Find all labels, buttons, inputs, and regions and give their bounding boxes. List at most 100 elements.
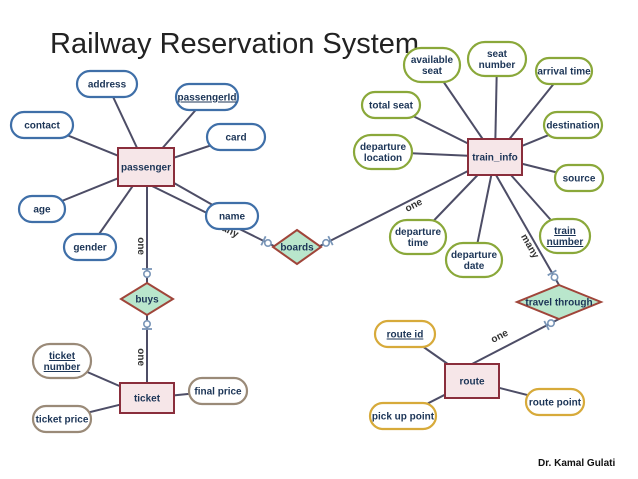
- attribute-oval: [553, 163, 605, 193]
- attribute-label: seat: [487, 49, 508, 60]
- attribute-oval: [466, 40, 528, 78]
- attribute-label: destination: [546, 121, 599, 132]
- entity-box: [444, 363, 500, 399]
- attribute-oval: [542, 110, 604, 140]
- attribute-label: total seat: [369, 101, 414, 112]
- attribute-oval: [174, 82, 240, 112]
- cardinality-marker: [143, 319, 152, 328]
- attribute-label: time: [408, 238, 429, 249]
- entity-route: route: [444, 363, 500, 399]
- attribute-label: departure: [360, 142, 407, 153]
- cardinality-marker: [263, 239, 272, 248]
- cardinality-label: one: [404, 197, 425, 215]
- attribute-oval: [360, 90, 422, 120]
- attribute-oval: [204, 201, 260, 231]
- attribute-label: date: [464, 261, 485, 272]
- attribute-destination: destination: [542, 110, 604, 140]
- attribute-label: route id: [387, 330, 424, 341]
- cardinality-label: one: [489, 328, 510, 346]
- attribute-address: address: [75, 69, 139, 99]
- cardinality-marker: [547, 319, 556, 328]
- attribute-oval: [17, 194, 67, 224]
- relationship-label: boards: [280, 243, 314, 254]
- entity-box: [119, 382, 175, 414]
- attribute-oval: [524, 387, 586, 417]
- attribute-label: source: [563, 174, 596, 185]
- relation-line-travel-through-route: [471, 318, 560, 365]
- attribute-label: available: [411, 55, 454, 66]
- attribute-label: number: [547, 237, 584, 248]
- entity-box: [467, 138, 523, 176]
- attribute-label: train: [554, 226, 576, 237]
- attribute-contact: contact: [9, 110, 75, 140]
- attribute-label: ticket price: [36, 415, 89, 426]
- entity-ticket: ticket: [119, 382, 175, 414]
- attribute-oval: [31, 404, 93, 434]
- attribute-label: departure: [451, 250, 498, 261]
- attribute-oval: [187, 376, 249, 406]
- entity-train-info: train_info: [467, 138, 523, 176]
- relation-line-boards-train-info: [317, 170, 469, 248]
- attribute-route-point: route point: [524, 387, 586, 417]
- cardinality-bar: [543, 320, 550, 331]
- attribute-label: gender: [73, 243, 106, 254]
- entity-box: [117, 147, 175, 187]
- relationship-diamond: [119, 281, 175, 317]
- attribute-label: contact: [24, 121, 60, 132]
- attribute-oval: [9, 110, 75, 140]
- cardinality-bar: [547, 269, 557, 277]
- attribute-oval: [352, 133, 414, 171]
- relationship-label: buys: [135, 295, 159, 306]
- attribute-label: pick up point: [372, 412, 435, 423]
- attribute-arrival-time: arrival time: [534, 56, 594, 86]
- author-credit: Dr. Kamal Gulati: [538, 458, 616, 469]
- attribute-passengerId: passengerId: [174, 82, 240, 112]
- relationship-label: travel through: [525, 298, 592, 309]
- cardinality-label: one: [135, 237, 146, 255]
- relationship-buys: buys: [119, 281, 175, 317]
- attribute-oval: [368, 401, 438, 431]
- diagram-shapes: manyoneoneonemanyoneaddresspassengerIdco…: [9, 40, 605, 434]
- entity-label: passenger: [121, 163, 171, 174]
- entity-label: route: [460, 377, 485, 388]
- attribute-route-id: route id: [373, 319, 437, 349]
- attribute-label: final price: [194, 387, 242, 398]
- attribute-oval: [402, 46, 462, 84]
- relationship-diamond: [271, 228, 323, 266]
- cardinality-marker: [143, 269, 152, 278]
- diagram-title: Railway Reservation System: [50, 28, 420, 60]
- attribute-label: ticket: [49, 351, 76, 362]
- attribute-gender: gender: [62, 232, 118, 262]
- attribute-oval: [534, 56, 594, 86]
- attribute-oval: [373, 319, 437, 349]
- relationship-boards: boards: [271, 228, 323, 266]
- attribute-oval: [62, 232, 118, 262]
- attribute-oval: [444, 241, 504, 279]
- relationship-diamond: [514, 283, 604, 321]
- attribute-label: address: [88, 80, 127, 91]
- cardinality-marker: [550, 273, 559, 282]
- attribute-label: route point: [529, 398, 582, 409]
- attribute-oval: [75, 69, 139, 99]
- cardinality-marker: [322, 238, 331, 247]
- entity-label: ticket: [134, 394, 161, 405]
- attribute-label: passengerId: [178, 93, 237, 104]
- entity-label: train_info: [472, 153, 518, 164]
- attribute-label: location: [364, 153, 402, 164]
- relation-line-train-info-travel-through: [495, 174, 560, 286]
- attribute-age: age: [17, 194, 67, 224]
- attribute-label: departure: [395, 227, 442, 238]
- attribute-pick-up-point: pick up point: [368, 401, 438, 431]
- attribute-label: seat: [422, 66, 443, 77]
- attribute-oval: [388, 218, 448, 256]
- cardinality-label: one: [135, 348, 146, 366]
- attribute-total-seat: total seat: [360, 90, 422, 120]
- attribute-ticket-price: ticket price: [31, 404, 93, 434]
